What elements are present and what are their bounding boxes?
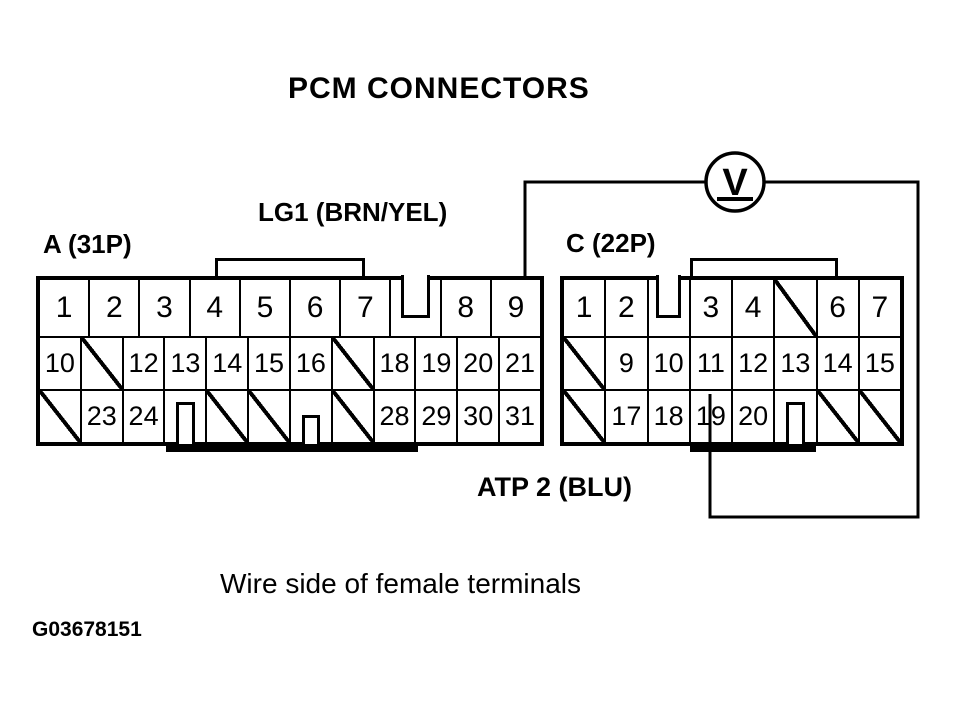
blank-slash-cell bbox=[330, 389, 375, 444]
pin-cell-13: 13 bbox=[163, 336, 208, 391]
connector-c-label: C (22P) bbox=[566, 228, 656, 258]
blank-slash-cell bbox=[857, 389, 902, 444]
blank-slash-cell bbox=[773, 278, 818, 338]
pin-cell-3: 3 bbox=[138, 278, 191, 338]
pin-cell-7: 7 bbox=[339, 278, 392, 338]
pin-cell-24: 24 bbox=[121, 389, 166, 444]
keyway-slot-cell bbox=[389, 275, 442, 338]
pin-cell-14: 14 bbox=[815, 336, 860, 391]
pin-cell-11: 11 bbox=[688, 336, 733, 391]
pin-cell-20: 20 bbox=[456, 336, 501, 391]
caption-wire-side: Wire side of female terminals bbox=[220, 568, 582, 599]
wire-label-lg1: LG1 (BRN/YEL) bbox=[258, 197, 448, 227]
keyway-tab-cell bbox=[163, 389, 208, 447]
pin-cell-16: 16 bbox=[288, 336, 333, 391]
pin-cell-1: 1 bbox=[562, 278, 607, 338]
keyway-tab bbox=[786, 402, 805, 447]
pin-cell-28: 28 bbox=[372, 389, 417, 444]
blank-slash-cell bbox=[205, 389, 250, 444]
pin-cell-2: 2 bbox=[88, 278, 141, 338]
pin-cell-19: 19 bbox=[688, 389, 733, 444]
voltmeter-circle bbox=[704, 151, 766, 213]
connector-c-bottom-ridge bbox=[690, 444, 816, 452]
blank-slash-cell bbox=[815, 389, 860, 444]
pin-cell-2: 2 bbox=[604, 278, 649, 338]
keyway-slot-cell bbox=[646, 275, 691, 338]
page-title: PCM CONNECTORS bbox=[288, 72, 590, 105]
pin-cell-6: 6 bbox=[815, 278, 860, 338]
keyway-tab-cell bbox=[773, 389, 818, 447]
pin-cell-19: 19 bbox=[414, 336, 459, 391]
pin-cell-1: 1 bbox=[38, 278, 91, 338]
blank-slash-cell bbox=[79, 336, 124, 391]
figure-id: G03678151 bbox=[32, 618, 142, 641]
pin-cell-23: 23 bbox=[79, 389, 124, 444]
blank-slash-cell bbox=[330, 336, 375, 391]
pin-cell-21: 21 bbox=[498, 336, 542, 391]
pin-cell-18: 18 bbox=[646, 389, 691, 444]
voltmeter-symbol: V bbox=[722, 162, 748, 204]
keyway-slot bbox=[400, 275, 431, 319]
pin-cell-30: 30 bbox=[456, 389, 501, 444]
pin-cell-29: 29 bbox=[414, 389, 459, 444]
pin-cell-14: 14 bbox=[205, 336, 250, 391]
pin-cell-7: 7 bbox=[857, 278, 902, 338]
pin-cell-8: 8 bbox=[439, 278, 492, 338]
connector-a-top-tab bbox=[215, 258, 365, 279]
blank-slash-cell bbox=[562, 389, 607, 444]
pin-cell-5: 5 bbox=[238, 278, 292, 338]
pin-cell-12: 12 bbox=[121, 336, 166, 391]
keyway-tab bbox=[176, 402, 195, 447]
blank-slash-cell bbox=[562, 336, 607, 391]
pin-cell-20: 20 bbox=[731, 389, 776, 444]
pin-cell-10: 10 bbox=[646, 336, 691, 391]
pin-cell-15: 15 bbox=[247, 336, 291, 391]
pin-cell-13: 13 bbox=[773, 336, 818, 391]
pin-cell-3: 3 bbox=[688, 278, 733, 338]
pin-cell-4: 4 bbox=[731, 278, 776, 338]
wire-label-atp2: ATP 2 (BLU) bbox=[477, 472, 632, 502]
keyway-slot bbox=[656, 275, 682, 319]
pin-cell-9: 9 bbox=[489, 278, 543, 338]
pin-cell-4: 4 bbox=[188, 278, 241, 338]
pin-cell-9: 9 bbox=[604, 336, 649, 391]
pin-cell-6: 6 bbox=[289, 278, 342, 338]
pin-cell-12: 12 bbox=[731, 336, 776, 391]
pin-cell-17: 17 bbox=[604, 389, 649, 444]
pin-cell-15: 15 bbox=[857, 336, 902, 391]
keyway-tab-cell bbox=[288, 389, 333, 447]
connector-a-bottom-ridge bbox=[166, 444, 418, 452]
connector-a-label: A (31P) bbox=[43, 229, 132, 259]
blank-slash-cell bbox=[38, 389, 82, 444]
keyway-tab bbox=[301, 415, 321, 447]
pin-cell-31: 31 bbox=[498, 389, 542, 444]
pin-cell-10: 10 bbox=[38, 336, 82, 391]
blank-slash-cell bbox=[247, 389, 291, 444]
pin-cell-18: 18 bbox=[372, 336, 417, 391]
